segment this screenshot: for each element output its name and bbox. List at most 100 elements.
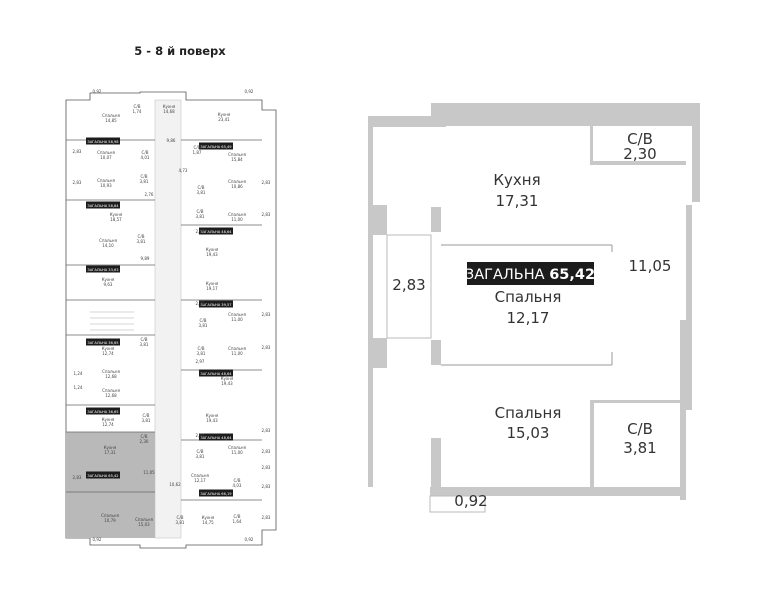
overview-room-area: 19,17 [206,286,218,291]
overview-room-area: 11,00 [231,317,243,322]
room-kitchen-name: Кухня [493,171,540,189]
apartment-total-label: ЗАГАЛЬНА 48,64 [200,372,232,376]
overview-room-name: С/В [198,346,205,351]
overview-room-name: Спальня [97,178,115,183]
overview-balcony-area: 2,83 [262,465,271,470]
overview-room-name: Спальня [228,179,246,184]
overview-room-name: Спальня [97,150,115,155]
overview-balcony-area: 9,86 [167,138,176,143]
overview-room-area: 11,00 [231,217,243,222]
room-bath-top-name: С/В [627,130,653,148]
overview-room-name: Кухня [221,376,234,381]
balcony-bottom-area: 0,92 [454,492,487,510]
apartment-total-label: ЗАГАЛЬНА 48,64 [200,230,232,234]
overview-balcony-area: 0,92 [245,537,254,542]
overview-room-area: 23,41 [218,117,230,122]
overview-room-area: 4,01 [141,155,150,160]
overview-room-area: 2,30 [140,439,149,444]
overview-room-name: С/В [141,174,148,179]
overview-room-name: С/В [234,514,241,519]
overview-balcony-area: 2,83 [262,428,271,433]
apartment-total-badge [199,142,233,150]
overview-room-area: 1,74 [133,109,142,114]
overview-balcony-area: 2,83 [73,180,82,185]
overview-room-area: 1,64 [233,519,242,524]
overview-room-area: 12,68 [105,393,117,398]
overview-room-area: 3,81 [176,520,185,525]
apartment-total-badge [86,471,120,479]
overview-balcony-area: 2,83 [73,475,82,480]
overview-room-area: 10,93 [100,183,112,188]
overview-room-name: С/В [194,145,201,150]
apartment-total-badge [199,227,233,235]
room-bedroom-1-name: Спальня [495,288,562,306]
overview-room-name: Спальня [228,346,246,351]
overview-room-area: 17,31 [104,450,116,455]
apartment-total-badge [199,489,233,497]
overview-balcony-area: 2,97 [196,433,205,438]
overview-room-area: 14,10 [102,243,114,248]
overview-balcony-area: 9,89 [141,256,150,261]
overview-room-name: Спальня [135,517,153,522]
overview-balcony-area: 2,97 [196,359,205,364]
overview-room-name: Спальня [102,388,120,393]
apartment-total-badge [86,265,120,273]
apartment-total-badge [199,369,233,377]
overview-room-area: 15,84 [231,157,243,162]
overview-room-name: Кухня [102,346,115,351]
apartment-total-label: ЗАГАЛЬНА 48,64 [200,436,232,440]
apartment-total-badge [199,433,233,441]
overview-room-area: 15,03 [138,522,150,527]
overview-room-area: 3,81 [196,214,205,219]
overview-room-name: Кухня [104,445,117,450]
overview-room-area: 9,63 [104,282,113,287]
overview-room-area: 19,43 [206,418,218,423]
overview-room-name: Спальня [228,152,246,157]
apartment-total-badge [86,201,120,209]
stair-core [90,311,134,331]
overview-room-name: Кухня [163,104,176,109]
overview-room-area: 4,03 [233,483,242,488]
balcony-right-area: 11,05 [629,257,672,275]
apartment-total-badge [86,137,120,145]
apartment-total-label: ЗАГАЛЬНА 33,63 [87,268,118,272]
overview-room-name: Кухня [102,277,115,282]
overview-room-name: С/В [141,337,148,342]
overview-room-name: Кухня [102,417,115,422]
overview-room-name: Кухня [206,281,219,286]
overview-room-area: 12,68 [105,374,117,379]
apartment-total-label: ЗАГАЛЬНА 58,98 [87,140,119,144]
overview-balcony-area: 2,83 [262,484,271,489]
detail-outer-walls [368,103,700,500]
overview-room-area: 12,74 [102,351,114,356]
apartment-total-label: ЗАГАЛЬНА 65,49 [200,145,232,149]
overview-room-area: 12,17 [194,478,206,483]
overview-room-name: Спальня [99,238,117,243]
overview-room-area: 3,81 [137,239,146,244]
floor-title: 5 - 8 й поверх [134,44,226,58]
overview-balcony-area: 2,83 [262,449,271,454]
overview-balcony-area: 1,24 [74,371,83,376]
overview-room-name: Спальня [102,113,120,118]
apartment-total-label: ЗАГАЛЬНА 36,65 [87,341,118,345]
left-wing-dividers [66,139,155,493]
overview-room-name: Кухня [202,515,215,520]
overview-room-name: С/В [234,478,241,483]
total-area-value: 65,42 [549,267,595,283]
overview-room-labels: С/В1,74Кухня14,68Спальня14,85Кухня23,41С… [97,104,246,527]
overview-room-area: 3,81 [197,351,206,356]
overview-balcony-area: 11,05 [143,470,155,475]
overview-balcony-area: 2,83 [262,312,271,317]
apartment-total-badge [199,300,233,308]
overview-room-area: 14,68 [163,109,175,114]
overview-room-area: 10,07 [100,155,112,160]
overview-balcony-area: 2,83 [262,345,271,350]
overview-room-name: С/В [141,434,148,439]
overview-room-name: Спальня [101,513,119,518]
overview-balcony-area: 4,73 [179,168,188,173]
corridor [154,99,182,539]
overview-room-area: 3,81 [140,342,149,347]
